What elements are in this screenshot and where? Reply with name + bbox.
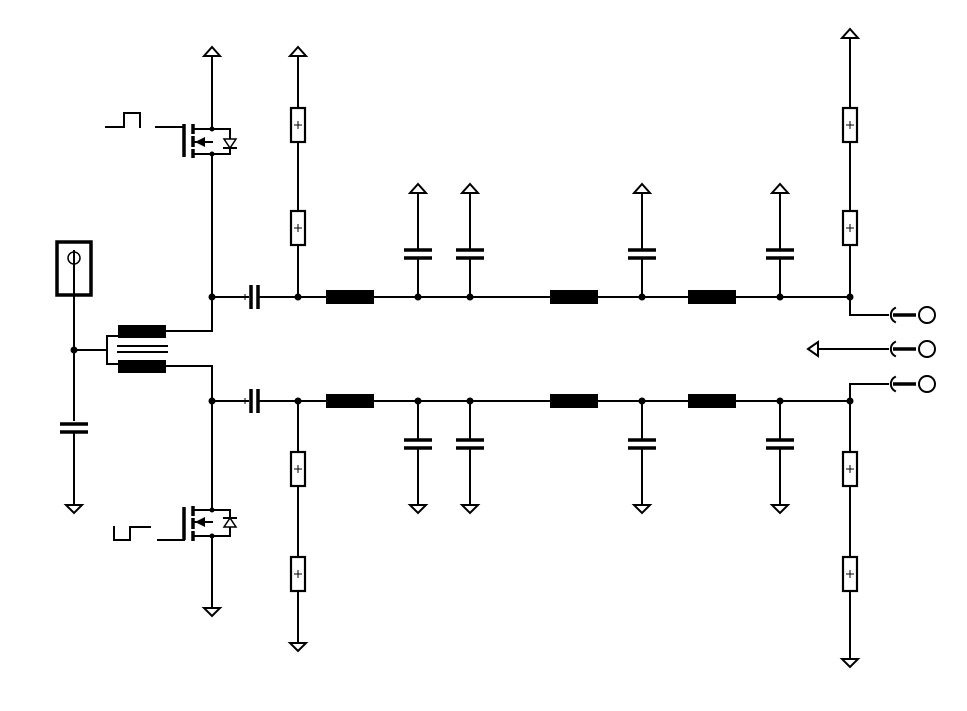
power-arrow-up-icon <box>201 45 223 57</box>
inductor-top-2 <box>550 290 598 304</box>
resistor-bottom-left-2 <box>289 555 307 593</box>
inductor-bottom-2 <box>550 394 598 408</box>
resistor-bottom-right-2 <box>841 555 859 593</box>
inductor-top-1 <box>326 290 374 304</box>
shunt-capacitor-bottom-1 <box>404 400 432 515</box>
resistor-top-right-1 <box>841 106 859 144</box>
inductor-bottom-3 <box>688 394 736 408</box>
shunt-capacitor-top-4 <box>766 182 794 298</box>
bias-capacitor <box>60 422 88 506</box>
inductor-top-3 <box>688 290 736 304</box>
shunt-capacitor-bottom-2 <box>456 400 484 515</box>
mosfet-bottom <box>113 506 238 541</box>
resistor-top-right-2 <box>841 209 859 247</box>
output-connector-top[interactable] <box>889 306 936 324</box>
resistor-top-left-2 <box>289 209 307 247</box>
ground-triangle-icon <box>63 504 85 515</box>
shunt-capacitor-bottom-3 <box>628 400 656 515</box>
coupled-inductor-top <box>118 325 166 338</box>
shunt-capacitor-top-1 <box>404 182 432 298</box>
shunt-capacitor-bottom-4 <box>766 400 794 515</box>
shunt-capacitor-top-2 <box>456 182 484 298</box>
inductor-bottom-1 <box>326 394 374 408</box>
shunt-capacitor-top-3 <box>628 182 656 298</box>
ground-triangle-icon <box>201 607 223 618</box>
resistor-top-left-1 <box>289 106 307 144</box>
resistor-bottom-left-1 <box>289 450 307 488</box>
resistor-bottom-right-1 <box>841 450 859 488</box>
coupled-inductor-bottom <box>118 360 166 373</box>
output-connector-bottom[interactable] <box>889 375 936 393</box>
voltage-source <box>55 240 93 297</box>
output-connector-middle[interactable] <box>806 340 936 358</box>
mosfet-top <box>105 112 238 158</box>
